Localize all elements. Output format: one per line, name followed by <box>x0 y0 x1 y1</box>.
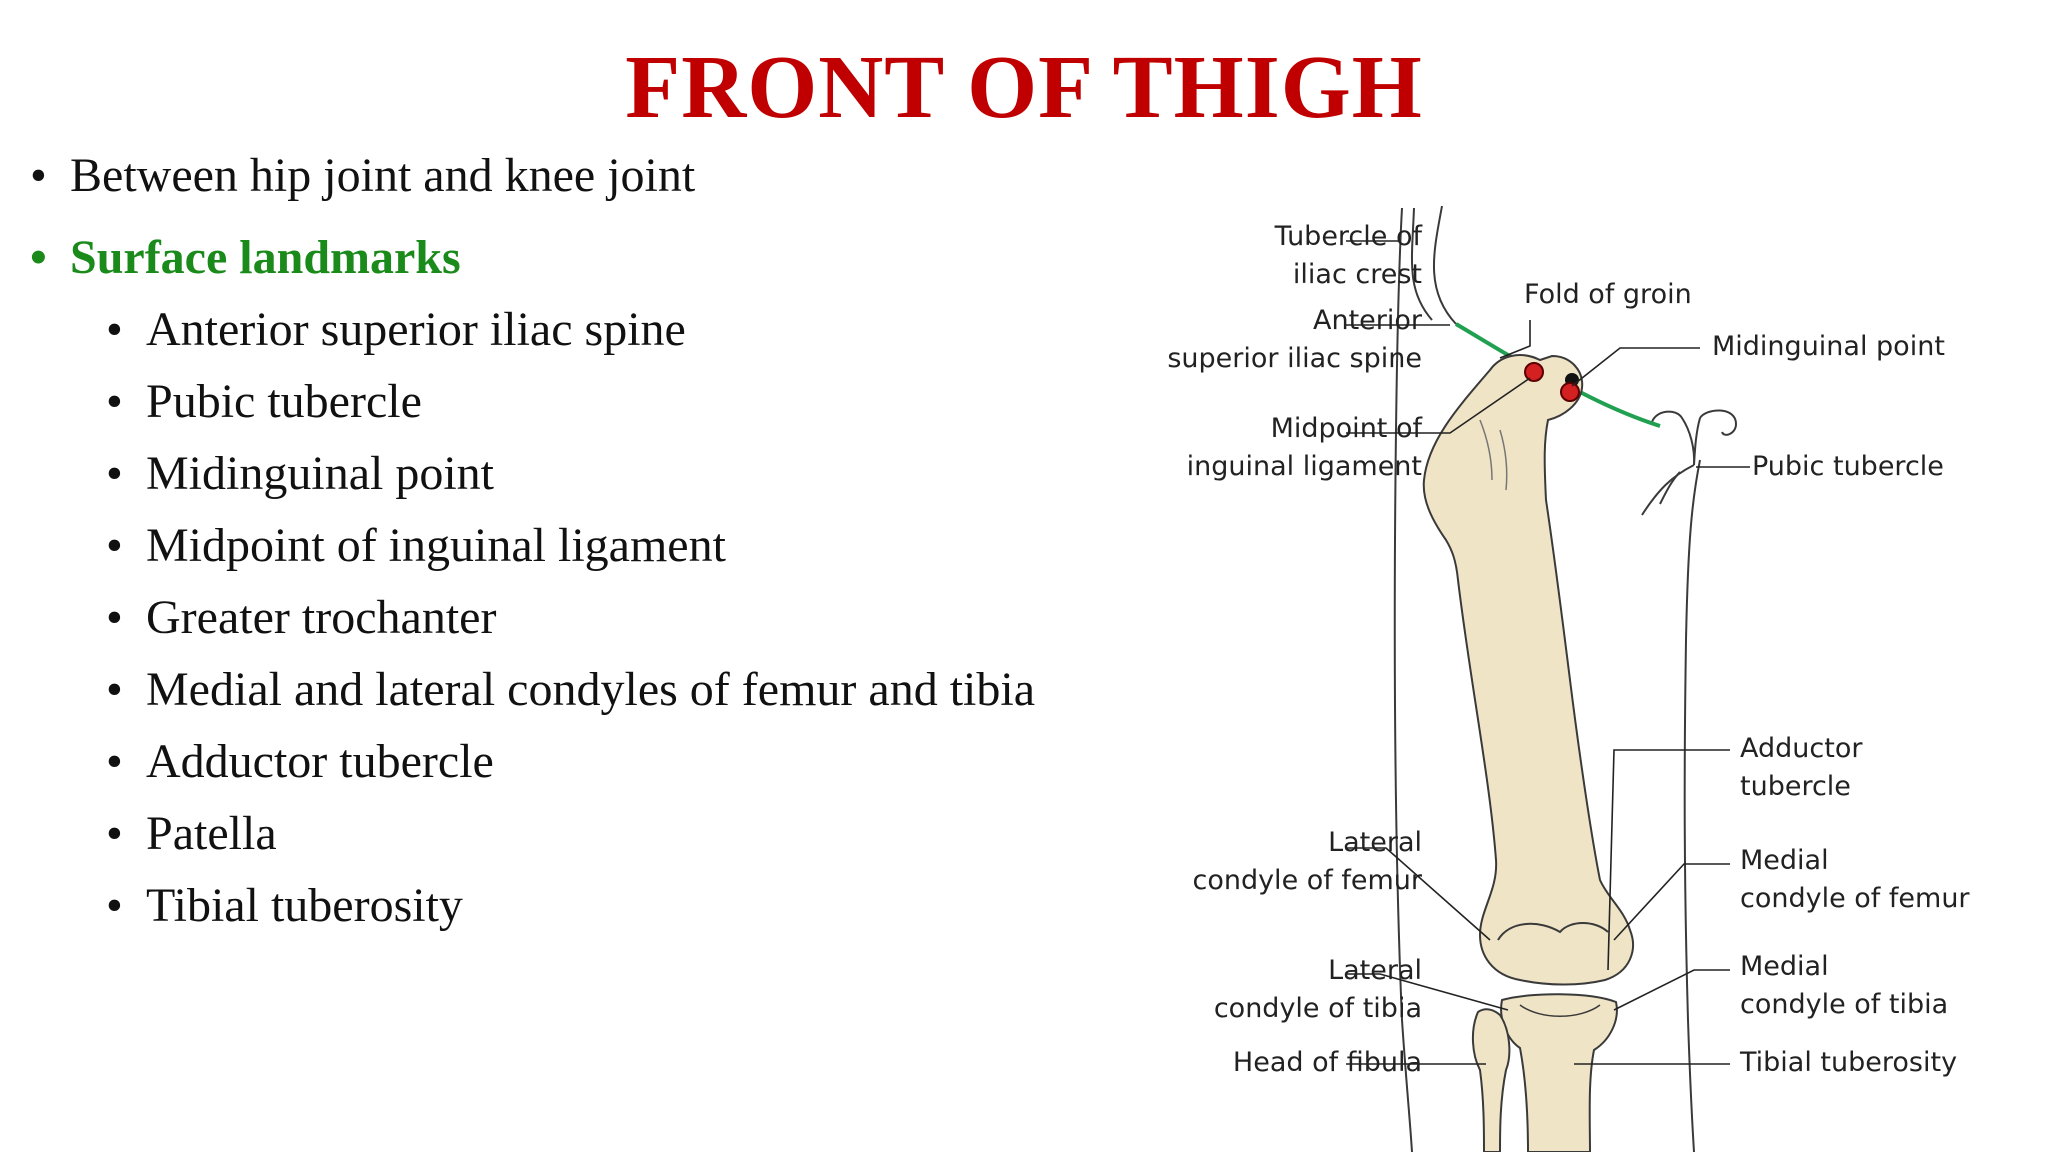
label-line: tubercle <box>1740 771 1851 802</box>
tibia-plateau-detail <box>1519 1004 1601 1017</box>
label-line: condyle of femur <box>1192 865 1422 896</box>
label-line: Lateral <box>1328 827 1422 858</box>
label-line: iliac crest <box>1292 259 1422 290</box>
label-line: Adductor <box>1740 733 1863 764</box>
bullet-item: •Between hip joint and knee joint <box>30 149 696 202</box>
label-pubic-tubercle: Pubic tubercle <box>1752 451 1944 482</box>
femur-neck-detail <box>1479 419 1508 491</box>
sub-bullet-text: Patella <box>146 807 277 860</box>
leader-med-femur <box>1613 863 1730 941</box>
label-fold-of-groin: Fold of groin <box>1524 279 1692 310</box>
sub-bullet-item: •Anterior superior iliac spine <box>106 303 686 356</box>
label-tubercle-iliac-crest: Tubercle of iliac crest <box>1275 218 1422 294</box>
sub-bullet-item: •Adductor tubercle <box>106 735 494 788</box>
label-line: Medial <box>1740 845 1829 876</box>
pubic-outline <box>1651 409 1738 466</box>
sub-bullet-text: Medial and lateral condyles of femur and… <box>146 663 1036 716</box>
thigh-diagram: Tubercle of iliac crest Anterior superio… <box>1060 120 2048 1152</box>
fibula-bone <box>1472 1008 1511 1152</box>
leader-adductor <box>1607 749 1730 971</box>
label-line: Medial <box>1740 951 1829 982</box>
iliac-crest-outline <box>1411 205 1457 325</box>
sub-bullet-text: Midpoint of inguinal ligament <box>146 519 726 572</box>
sub-bullet-text: Pubic tubercle <box>146 375 422 428</box>
label-lateral-condyle-femur: Lateral condyle of femur <box>1192 824 1422 900</box>
slide-title: FRONT OF THIGH <box>625 38 1423 137</box>
label-midpoint-inguinal-ligament: Midpoint of inguinal ligament <box>1187 410 1422 486</box>
label-line: superior iliac spine <box>1167 343 1422 374</box>
label-line: condyle of femur <box>1740 883 1970 914</box>
medial-thigh-outline <box>1641 459 1701 1152</box>
sub-bullet-text: Tibial tuberosity <box>146 879 463 932</box>
leader-lat-femur <box>1346 847 1491 941</box>
sub-bullet-item: •Tibial tuberosity <box>106 879 463 932</box>
bullet-heading: •Surface landmarks <box>30 231 461 284</box>
label-lateral-condyle-tibia: Lateral condyle of tibia <box>1214 952 1422 1028</box>
label-line: condyle of tibia <box>1740 989 1949 1020</box>
label-medial-condyle-tibia: Medial condyle of tibia <box>1740 948 1948 1024</box>
sub-bullet-item: •Midinguinal point <box>106 447 494 500</box>
label-line: Lateral <box>1328 955 1422 986</box>
label-line: condyle of tibia <box>1213 993 1422 1024</box>
sub-bullet-item: •Greater trochanter <box>106 591 497 644</box>
sub-bullet-item: •Midpoint of inguinal ligament <box>106 519 726 572</box>
bullet-list: •Between hip joint and knee joint •Surfa… <box>28 145 1048 947</box>
label-tibial-tuberosity: Tibial tuberosity <box>1740 1047 1958 1078</box>
label-medial-condyle-femur: Medial condyle of femur <box>1740 842 1970 918</box>
condyle-detail <box>1497 922 1609 941</box>
sub-bullet-text: Midinguinal point <box>146 447 494 500</box>
label-adductor-tubercle: Adductor tubercle <box>1740 730 1862 806</box>
label-line: Anterior <box>1312 305 1422 336</box>
label-line: Tubercle of <box>1274 221 1422 252</box>
sub-bullet-item: •Medial and lateral condyles of femur an… <box>106 663 1036 716</box>
sub-bullet-item: •Pubic tubercle <box>106 375 422 428</box>
thigh-illustration <box>1346 205 1750 1152</box>
label-head-of-fibula: Head of fibula <box>1232 1047 1422 1078</box>
label-asis: Anterior superior iliac spine <box>1167 302 1422 378</box>
femur-bone <box>1422 354 1634 986</box>
bullet-heading-text: Surface landmarks <box>70 231 461 284</box>
label-line: Midpoint of <box>1270 413 1422 444</box>
label-midinguinal-point: Midinguinal point <box>1712 331 1945 362</box>
sub-bullet-item: •Patella <box>106 807 277 860</box>
midinguinal-dot <box>1560 382 1580 402</box>
label-line: inguinal ligament <box>1186 451 1422 482</box>
leader-midpoint <box>1346 377 1531 434</box>
tibia-bone <box>1500 993 1618 1152</box>
leader-med-tibia <box>1613 969 1730 1011</box>
leader-fold <box>1499 320 1531 359</box>
sub-bullet-text: Anterior superior iliac spine <box>146 303 686 356</box>
sub-bullet-text: Greater trochanter <box>146 591 497 644</box>
midpoint-inguinal-dot <box>1524 362 1544 382</box>
bullet-text: Between hip joint and knee joint <box>70 149 696 202</box>
inner-curve <box>1659 471 1681 505</box>
leader-lat-tibia <box>1346 973 1509 1011</box>
leader-midinguinal <box>1571 347 1700 387</box>
sub-bullet-text: Adductor tubercle <box>146 735 494 788</box>
